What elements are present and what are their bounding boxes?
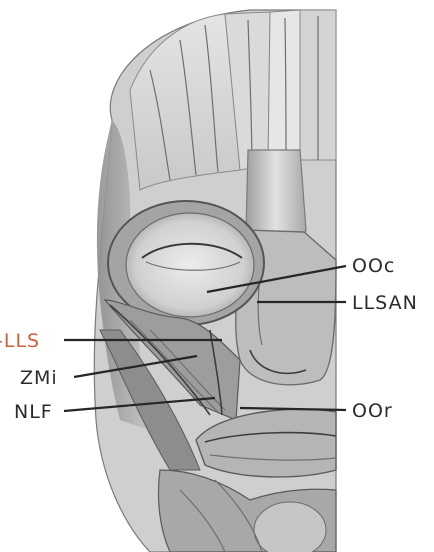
label-lls: -LLS [0, 330, 40, 352]
label-nlf: NLF [14, 401, 53, 423]
eye-region [126, 213, 254, 317]
label-llsan: LLSAN [352, 292, 418, 314]
chin-pad [254, 502, 326, 552]
label-ooc: OOc [352, 255, 395, 277]
label-oor: OOr [352, 400, 393, 422]
label-zmi: ZMi [20, 367, 58, 389]
